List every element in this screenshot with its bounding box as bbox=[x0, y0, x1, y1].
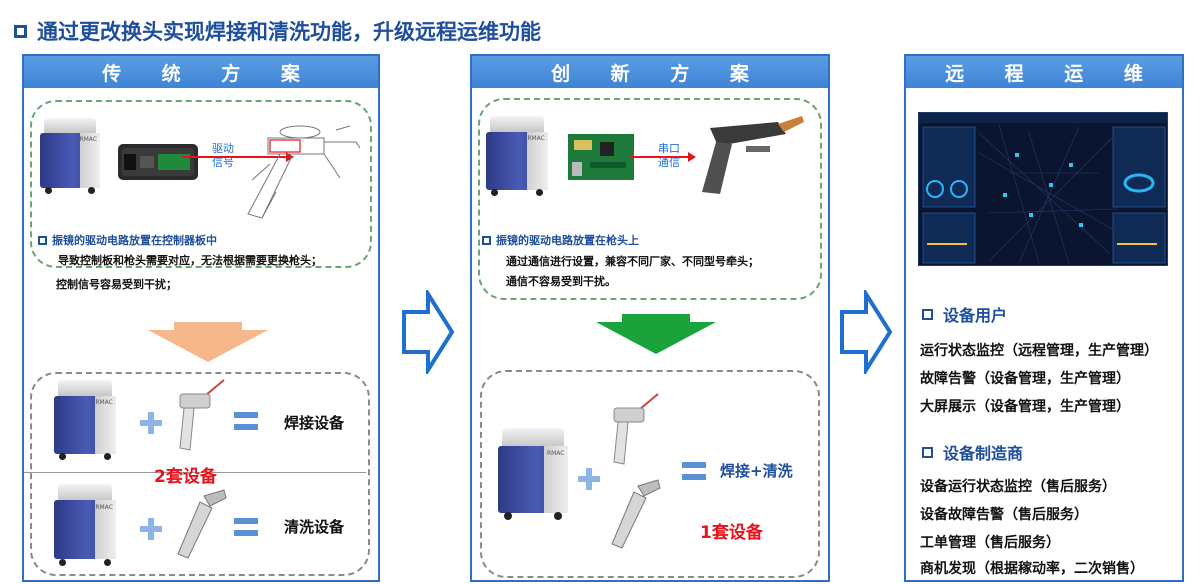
makers-item: 商机发现（根据稼动率，二次销售） bbox=[920, 561, 1144, 577]
laser-machine-image: RMAC bbox=[486, 116, 548, 196]
square-bullet-icon bbox=[38, 235, 47, 245]
square-bullet-icon bbox=[14, 24, 27, 38]
device-count-label: 1套设备 bbox=[700, 523, 763, 543]
remote-heading: 远 程 运 维 bbox=[906, 56, 1182, 88]
square-bullet-icon bbox=[922, 308, 933, 320]
square-bullet-icon bbox=[482, 235, 491, 245]
handheld-gun-image bbox=[690, 106, 810, 198]
plus-icon bbox=[140, 518, 162, 540]
page-title: 通过更改换头实现焊接和清洗功能，升级远程运维功能 bbox=[14, 16, 541, 46]
device-count-label: 2套设备 bbox=[154, 467, 217, 487]
serial-comm-label-1: 串口 bbox=[658, 142, 680, 155]
traditional-result-box: RMAC 焊接设备 2套设备 RMAC 清洗设备 bbox=[24, 372, 370, 576]
equals-icon bbox=[682, 462, 706, 480]
blue-right-arrow bbox=[838, 287, 894, 377]
makers-heading: 设备制造商 bbox=[922, 440, 1023, 464]
traditional-point-title: 振镜的驱动电路放置在控制器板中 bbox=[38, 232, 217, 248]
welding-cleaning-label: 焊接+清洗 bbox=[720, 462, 793, 480]
makers-item: 设备故障告警（售后服务） bbox=[920, 507, 1088, 523]
gun-sketch-image bbox=[240, 122, 368, 222]
innovation-point-line1: 通过通信进行设置，兼容不同厂家、不同型号牵头； bbox=[506, 255, 759, 268]
red-signal-arrow bbox=[630, 148, 696, 162]
innovation-result-box: RMAC 焊接+清洗 1套设备 bbox=[480, 370, 820, 578]
laser-machine-image: RMAC bbox=[54, 484, 116, 566]
traditional-problem-box: RMAC 驱动 信号 bbox=[30, 100, 372, 268]
innovation-point-title: 振镜的驱动电路放置在枪头上 bbox=[482, 232, 639, 248]
equals-icon bbox=[234, 412, 258, 430]
serial-comm-label-2: 通信 bbox=[658, 156, 680, 169]
drive-signal-label-1: 驱动 bbox=[212, 142, 234, 155]
plus-icon bbox=[578, 468, 600, 490]
cleaning-gun-image bbox=[604, 478, 664, 554]
makers-item: 工单管理（售后服务） bbox=[920, 535, 1060, 551]
orange-down-arrow bbox=[148, 322, 268, 362]
innovation-heading: 创 新 方 案 bbox=[472, 56, 828, 88]
users-item: 运行状态监控（远程管理，生产管理） bbox=[920, 343, 1158, 359]
laser-machine-image: RMAC bbox=[54, 380, 116, 460]
remote-panel: 远 程 运 维 设备用户 运行状态 bbox=[904, 54, 1184, 582]
users-item: 故障告警（设备管理，生产管理） bbox=[920, 371, 1130, 387]
users-item: 大屏展示（设备管理，生产管理） bbox=[920, 399, 1130, 415]
drive-signal-label-2: 信号 bbox=[212, 156, 234, 169]
welding-gun-image bbox=[604, 392, 664, 468]
innovation-point-line2: 通信不容易受到干扰。 bbox=[506, 275, 616, 288]
square-bullet-icon bbox=[922, 446, 933, 458]
innovation-panel: 创 新 方 案 RMAC 串口 通信 振镜的驱动电路放置在枪头上 通过通信进行设… bbox=[470, 54, 830, 582]
circuit-board-image bbox=[568, 132, 634, 182]
traditional-point-line2: 控制信号容易受到干扰； bbox=[56, 278, 177, 291]
page-title-text: 通过更改换头实现焊接和清洗功能，升级远程运维功能 bbox=[37, 20, 541, 44]
cleaning-device-label: 清洗设备 bbox=[284, 518, 345, 536]
welding-gun-image bbox=[170, 378, 230, 454]
innovation-problem-box: RMAC 串口 通信 振镜的驱动电路放置在枪头上 通过通信进行设置，兼容不同厂家… bbox=[478, 98, 822, 300]
equals-icon bbox=[234, 518, 258, 536]
users-heading: 设备用户 bbox=[922, 302, 1007, 326]
divider-line bbox=[24, 472, 366, 473]
plus-icon bbox=[140, 412, 162, 434]
controller-board-image bbox=[116, 136, 200, 188]
traditional-point-line1: 导致控制板和枪头需要对应，无法根据需要更换枪头； bbox=[58, 254, 322, 267]
traditional-heading: 传 统 方 案 bbox=[24, 56, 378, 88]
cleaning-gun-image bbox=[170, 488, 230, 564]
blue-right-arrow bbox=[400, 287, 456, 377]
traditional-panel: 传 统 方 案 RMAC 驱动 信号 bbox=[22, 54, 380, 582]
welding-device-label: 焊接设备 bbox=[284, 414, 345, 432]
dashboard-screenshot bbox=[918, 112, 1168, 266]
laser-machine-image: RMAC bbox=[498, 428, 568, 520]
green-down-arrow bbox=[596, 314, 716, 354]
laser-machine-image: RMAC bbox=[40, 118, 100, 194]
makers-item: 设备运行状态监控（售后服务） bbox=[920, 479, 1116, 495]
